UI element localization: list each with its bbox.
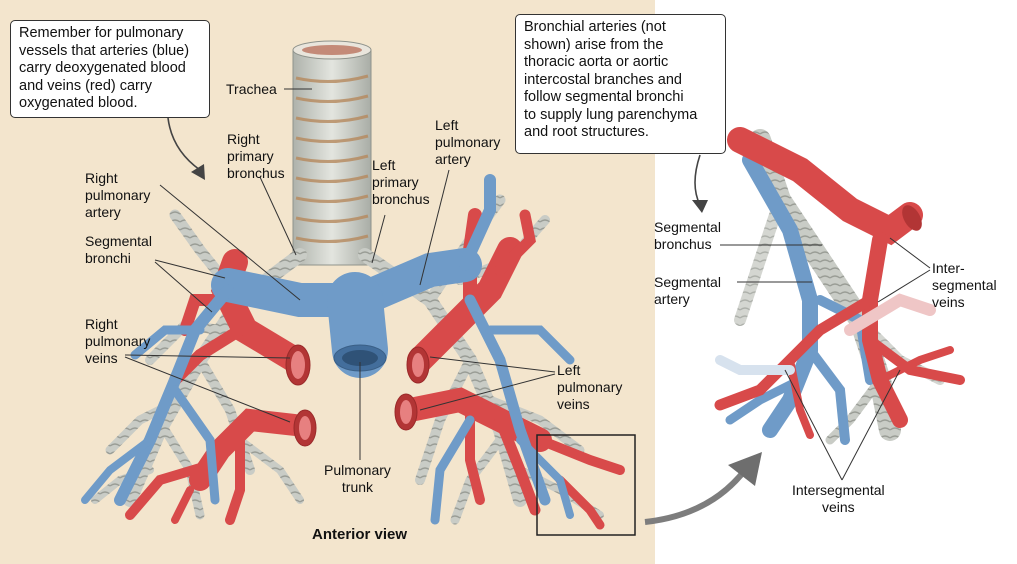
label-line: artery — [85, 204, 121, 220]
label-line: primary — [372, 174, 419, 190]
label-line: Left — [557, 362, 581, 378]
right-primary-bronchus-label: Right primary bronchus — [227, 131, 285, 182]
label-line: pulmonary — [85, 187, 151, 203]
leader-lines — [124, 88, 931, 481]
note-line: thoracic aorta or aortic — [524, 54, 669, 70]
note-line: Bronchial arteries (not — [524, 19, 666, 35]
note-line: and veins (red) carry — [19, 77, 152, 94]
note-line: vessels that arteries (blue) — [19, 42, 190, 59]
trachea-label: Trachea — [226, 81, 277, 97]
label-line: bronchus — [372, 191, 430, 207]
label-line: Inter- — [932, 260, 965, 276]
label-line: Segmental — [85, 233, 152, 249]
detail-inset-box — [536, 434, 636, 536]
right-pulmonary-veins-label: Right pulmonary veins — [85, 316, 150, 367]
note-line: intercostal branches and — [524, 71, 682, 88]
note-line: carry deoxygenated blood — [19, 60, 186, 76]
label-line: veins — [821, 499, 855, 515]
label-line: bronchus — [654, 236, 712, 252]
label-line: Right — [227, 131, 260, 147]
label-line: Right — [85, 170, 118, 186]
label-line: artery — [435, 151, 471, 167]
left-pulmonary-artery-label: Left pulmonary artery — [435, 117, 500, 168]
label-line: bronchi — [85, 250, 131, 266]
label-line: Pulmonary — [324, 462, 391, 478]
pulmonary-trunk-label: Pulmonary trunk — [324, 462, 391, 496]
right-pulmonary-artery-label: Right pulmonary artery — [85, 170, 150, 221]
segmental-bronchi-label: Segmental bronchi — [85, 233, 152, 267]
label-line: veins — [557, 396, 590, 412]
note-line: follow segmental bronchi — [524, 89, 684, 105]
label-line: Intersegmental — [792, 482, 885, 498]
label-line: bronchus — [227, 165, 285, 181]
left-pulmonary-veins-label: Left pulmonary veins — [557, 362, 622, 413]
label-line: pulmonary — [85, 333, 151, 349]
label-line: primary — [227, 148, 274, 164]
segmental-bronchus-label: Segmental bronchus — [654, 219, 721, 253]
note-line: Remember for pulmonary — [19, 25, 184, 41]
label-line: Segmental — [654, 219, 721, 235]
label-line: Left — [435, 117, 459, 133]
label-line: pulmonary — [557, 379, 623, 395]
label-line: trunk — [341, 479, 374, 495]
left-primary-bronchus-label: Left primary bronchus — [372, 157, 430, 208]
label-line: artery — [654, 291, 690, 307]
detail-illustration — [714, 127, 965, 445]
label-line: Left — [372, 157, 396, 173]
note-line: and root structures. — [524, 124, 649, 140]
view-caption: Anterior view — [312, 526, 408, 543]
label-line: veins — [932, 294, 965, 310]
callout-pointers — [167, 117, 708, 213]
bronchial-arteries-note: Bronchial arteries (not shown) arise fro… — [515, 14, 726, 154]
label-line: Right — [85, 316, 118, 332]
intersegmental-veins-bottom-label: Intersegmental veins — [792, 482, 885, 516]
segmental-artery-label: Segmental artery — [654, 274, 721, 308]
trachea — [292, 40, 372, 266]
note-line: to supply lung parenchyma — [524, 106, 698, 123]
pulmonary-arteries — [81, 174, 575, 525]
label-line: veins — [85, 350, 118, 366]
label-line: Segmental — [654, 274, 721, 290]
intersegmental-veins-top-label: Inter- segmental veins — [932, 260, 997, 311]
pulmonary-vessel-note: Remember for pulmonary vessels that arte… — [10, 20, 210, 118]
note-line: shown) arise from the — [524, 36, 664, 53]
label-line: segmental — [932, 277, 997, 293]
note-line: oxygenated blood. — [19, 95, 138, 111]
detail-arrow — [644, 452, 762, 525]
label-line: pulmonary — [435, 134, 501, 150]
